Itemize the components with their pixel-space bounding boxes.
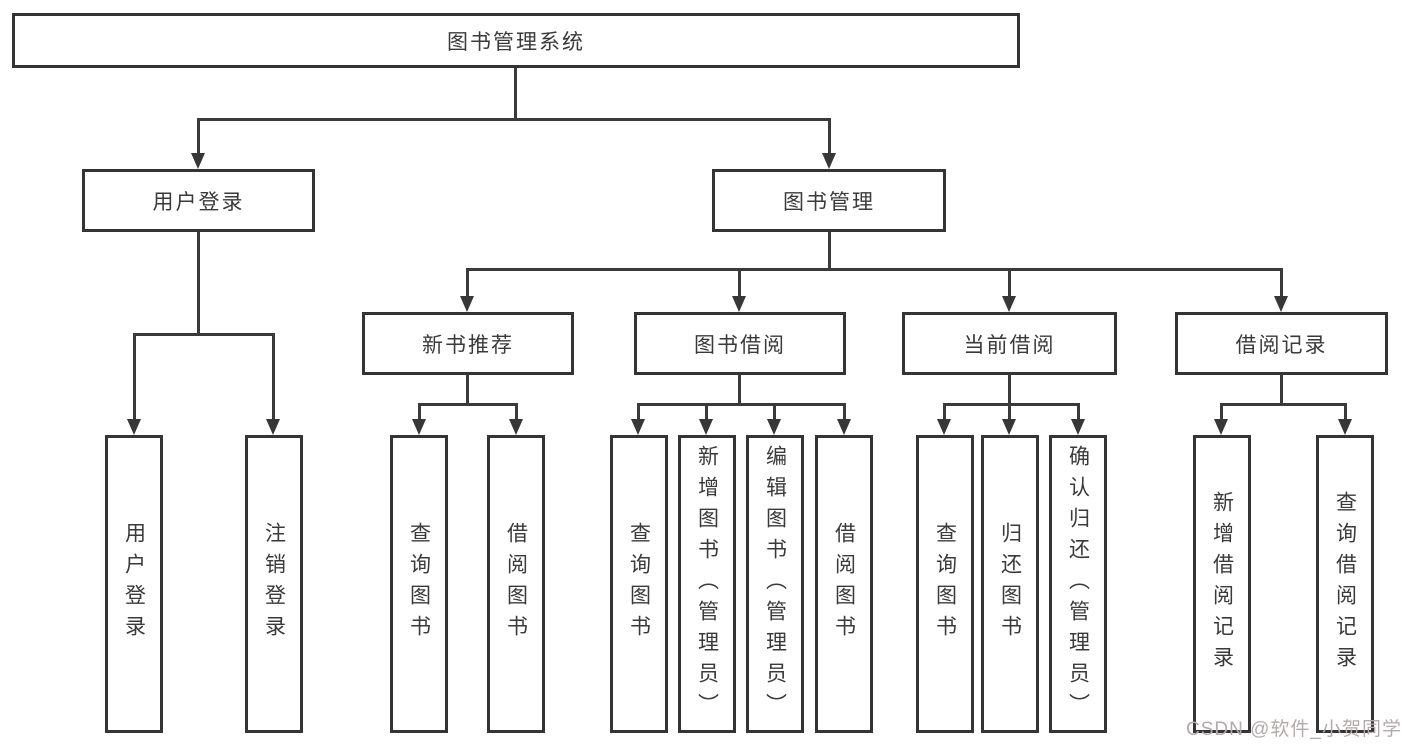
node-root: 图书管理系统: [12, 13, 1020, 68]
connector-arrow-shaft: [272, 333, 275, 421]
connector-book-mgmt-bus: [466, 268, 1283, 271]
arrowhead-icon: [1338, 419, 1352, 435]
leaf-user-login: 用户登录: [105, 435, 163, 733]
connector-arrow-shaft: [1344, 403, 1347, 421]
connector-arrow-shaft: [1220, 403, 1223, 421]
leaf-borrow-book-1: 借阅图书: [487, 435, 545, 733]
arrowhead-icon: [1002, 296, 1016, 312]
connector-arrow-shaft: [133, 333, 136, 421]
arrowhead-icon: [460, 296, 474, 312]
arrowhead-icon: [767, 419, 781, 435]
connector-root-bus: [197, 118, 831, 121]
arrowhead-icon: [127, 419, 141, 435]
arrowhead-icon: [732, 296, 746, 312]
arrowhead-icon: [837, 419, 851, 435]
csdn-watermark: CSDN @软件_小贺同学: [1186, 719, 1402, 740]
node-current-borrow: 当前借阅: [902, 312, 1117, 375]
connector-arrow-shaft: [773, 403, 776, 421]
leaf-edit-book-admin: 编辑图书（管理员）: [746, 435, 804, 733]
leaf-add-book-admin: 新增图书（管理员）: [678, 435, 736, 733]
connector-current-borrow-stem: [1008, 375, 1011, 406]
node-book-management: 图书管理: [712, 169, 946, 232]
connector-root-stem: [514, 68, 517, 120]
arrowhead-icon: [191, 153, 205, 169]
connector-book-borrow-stem: [738, 375, 741, 406]
connector-arrow-shaft: [197, 118, 200, 155]
connector-arrow-shaft: [1077, 403, 1080, 421]
arrowhead-icon: [937, 419, 951, 435]
arrowhead-icon: [822, 153, 836, 169]
connector-book-mgmt-stem: [828, 232, 831, 270]
leaf-query-borrow-record: 查询借阅记录: [1316, 435, 1374, 733]
arrowhead-icon: [1071, 419, 1085, 435]
connector-new-book-stem: [466, 375, 469, 406]
connector-arrow-shaft: [515, 403, 518, 421]
leaf-borrow-book-2: 借阅图书: [815, 435, 873, 733]
connector-book-borrow-bus: [637, 403, 845, 406]
arrowhead-icon: [1002, 419, 1016, 435]
arrowhead-icon: [509, 419, 523, 435]
connector-arrow-shaft: [637, 403, 640, 421]
connector-user-login-stem: [197, 232, 200, 335]
node-book-borrow: 图书借阅: [634, 312, 846, 375]
connector-user-login-bus: [133, 333, 275, 336]
leaf-logout: 注销登录: [245, 435, 303, 733]
arrowhead-icon: [1214, 419, 1228, 435]
leaf-add-borrow-record: 新增借阅记录: [1193, 435, 1251, 733]
node-new-book-recommend: 新书推荐: [362, 312, 574, 375]
node-user-login: 用户登录: [82, 169, 315, 232]
connector-arrow-shaft: [705, 403, 708, 421]
connector-borrow-record-bus: [1220, 403, 1346, 406]
leaf-confirm-return-admin: 确认归还（管理员）: [1049, 435, 1107, 733]
leaf-query-book-2: 查询图书: [610, 435, 668, 733]
arrowhead-icon: [699, 419, 713, 435]
leaf-return-book: 归还图书: [981, 435, 1039, 733]
connector-arrow-shaft: [418, 403, 421, 421]
connector-arrow-shaft: [738, 268, 741, 298]
leaf-query-book-3: 查询图书: [916, 435, 974, 733]
connector-arrow-shaft: [466, 268, 469, 298]
connector-arrow-shaft: [943, 403, 946, 421]
connector-arrow-shaft: [1280, 268, 1283, 298]
connector-current-borrow-bus: [943, 403, 1079, 406]
connector-arrow-shaft: [1008, 268, 1011, 298]
connector-borrow-record-stem: [1280, 375, 1283, 406]
arrowhead-icon: [1274, 296, 1288, 312]
connector-arrow-shaft: [828, 118, 831, 155]
connector-arrow-shaft: [1008, 403, 1011, 421]
arrowhead-icon: [266, 419, 280, 435]
node-borrow-record: 借阅记录: [1175, 312, 1388, 375]
leaf-query-book-1: 查询图书: [390, 435, 448, 733]
connector-new-book-bus: [418, 403, 518, 406]
arrowhead-icon: [412, 419, 426, 435]
arrowhead-icon: [631, 419, 645, 435]
connector-arrow-shaft: [843, 403, 846, 421]
